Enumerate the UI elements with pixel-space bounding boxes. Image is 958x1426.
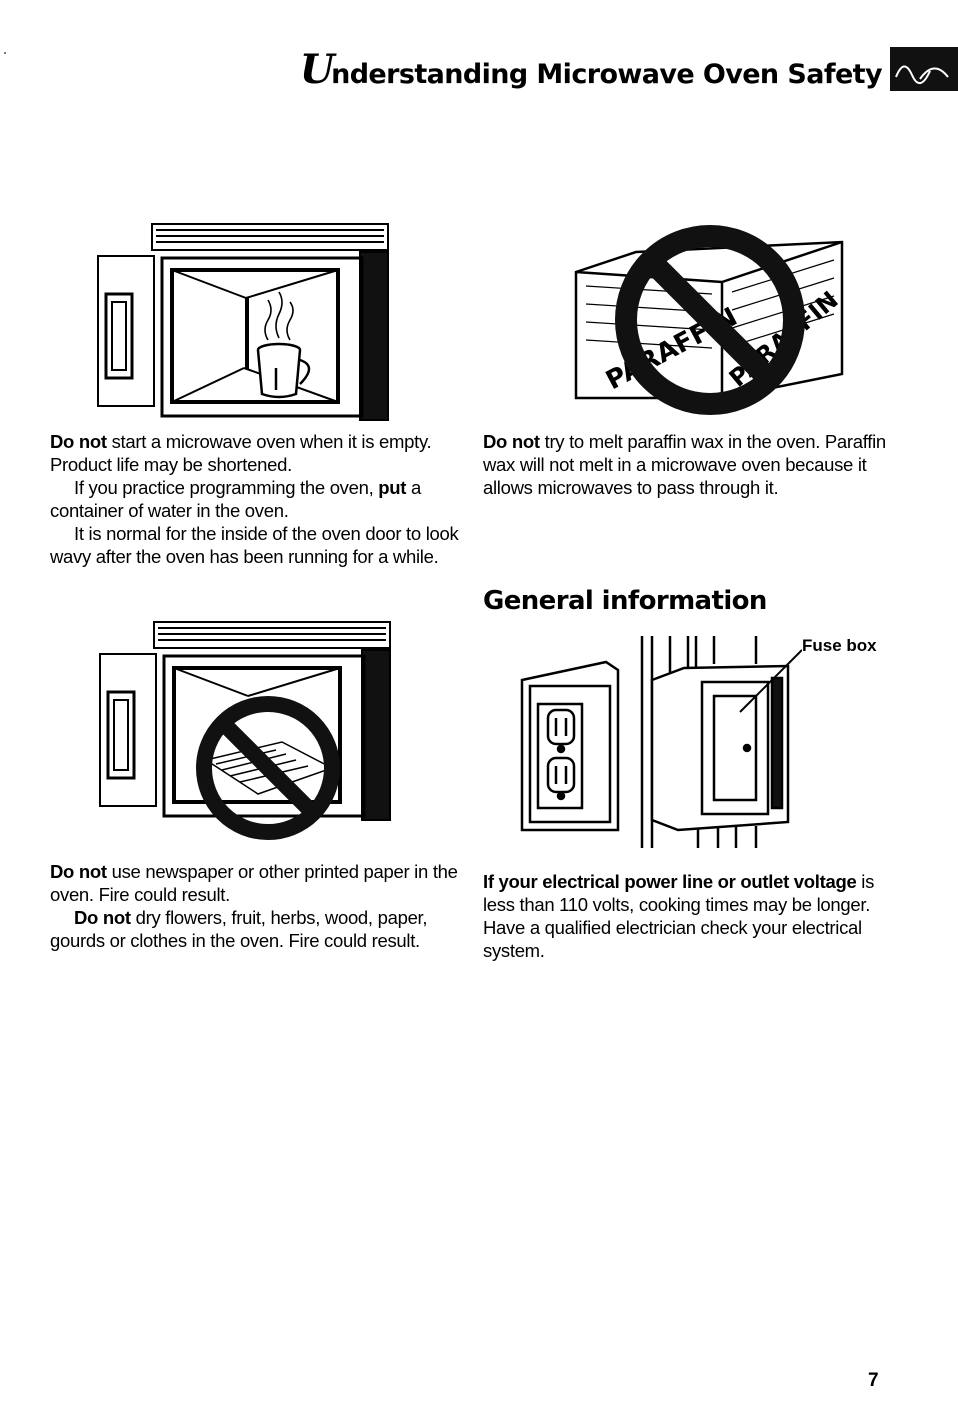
empty-oven-p1-text: start a microwave oven when it is empty.… — [50, 431, 432, 475]
prohibition-icon — [615, 225, 805, 415]
empty-oven-p2-text-a: If you practice programming the oven, — [74, 477, 379, 498]
paraffin-p1: Do not try to melt paraffin wax in the o… — [483, 430, 893, 499]
prohibition-icon — [196, 696, 340, 840]
microwave-with-cup-illustration — [97, 223, 389, 421]
general-information-heading: General information — [483, 586, 767, 616]
microwave-newspaper-no-illustration — [99, 621, 391, 840]
title-decoration-icon — [890, 47, 958, 91]
newspaper-p2-text: dry flowers, fruit, herbs, wood, paper, … — [50, 907, 428, 951]
do-not-label: Do not — [50, 431, 107, 452]
page-title-text: Understanding Microwave Oven Safety — [299, 45, 883, 93]
paraffin-text: Do not try to melt paraffin wax in the o… — [483, 430, 893, 499]
page-number: 7 — [868, 1370, 879, 1391]
general-info-text: If your electrical power line or outlet … — [483, 870, 895, 962]
do-not-label: Do not — [50, 861, 107, 882]
do-not-label: Do not — [483, 431, 540, 452]
fuse-box-label: Fuse box — [802, 636, 877, 655]
title-rest: nderstanding Microwave Oven Safety — [331, 58, 883, 90]
put-label: put — [378, 477, 407, 498]
empty-oven-text: Do not start a microwave oven when it is… — [50, 430, 460, 568]
scan-speck — [4, 52, 6, 54]
title-drop-cap: U — [299, 45, 335, 93]
empty-oven-p1: Do not start a microwave oven when it is… — [50, 430, 460, 476]
empty-oven-p3: It is normal for the inside of the oven … — [50, 523, 459, 567]
paraffin-p1-text: try to melt paraffin wax in the oven. Pa… — [483, 431, 886, 498]
page-title: Understanding Microwave Oven Safety — [300, 44, 958, 94]
paraffin-no-illustration: PARAFFIN PARAFFIN — [574, 225, 844, 415]
newspaper-text: Do not use newspaper or other printed pa… — [50, 860, 462, 952]
general-info-p1-text: is less than 110 volts, cooking times ma… — [483, 871, 875, 961]
electrical-outlet-icon — [520, 660, 620, 832]
general-info-p1: If your electrical power line or outlet … — [483, 870, 895, 962]
newspaper-p1-text: use newspaper or other printed paper in … — [50, 861, 458, 905]
power-line-warning-label: If your electrical power line or outlet … — [483, 871, 857, 892]
outlet-fuse-box-illustration — [520, 636, 802, 848]
empty-oven-p2: If you practice programming the oven, pu… — [50, 476, 460, 522]
fuse-box-icon — [650, 664, 790, 832]
newspaper-p2: Do not dry flowers, fruit, herbs, wood, … — [50, 906, 462, 952]
newspaper-p1: Do not use newspaper or other printed pa… — [50, 860, 462, 906]
empty-oven-p2-text-b: a container of water in the oven. — [50, 477, 422, 521]
do-not-label: Do not — [74, 907, 131, 928]
